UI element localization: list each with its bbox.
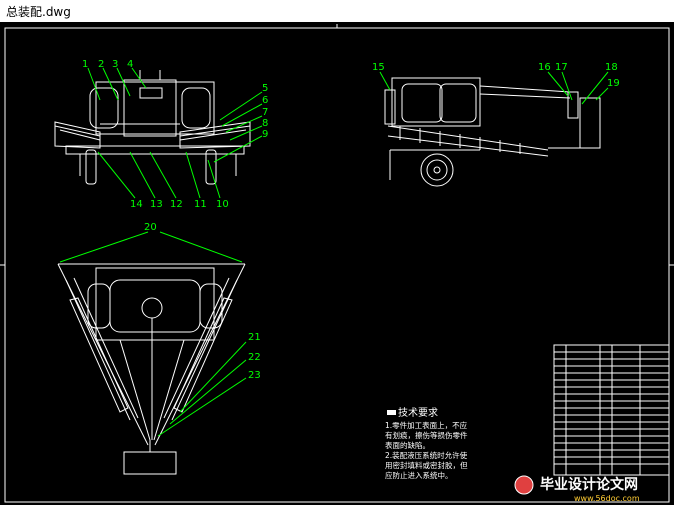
part-label-13: 13 — [150, 199, 163, 210]
part-label-8: 8 — [262, 118, 268, 129]
drawing-canvas[interactable]: 1 2 3 4 5 6 7 8 9 10 11 12 13 14 15 16 1… — [0, 22, 674, 505]
part-label-18: 18 — [605, 62, 618, 73]
watermark-logo-icon — [514, 475, 534, 495]
watermark-url: www.56doc.com — [574, 494, 640, 503]
tech-req-line1: 1.零件加工表面上，不应 — [385, 420, 468, 430]
part-label-1: 1 — [82, 59, 88, 70]
part-label-11: 11 — [194, 199, 207, 210]
part-label-4: 4 — [127, 59, 133, 70]
watermark: 毕业设计论文网 www.56doc.com — [514, 475, 640, 503]
part-label-15: 15 — [372, 62, 385, 73]
part-label-20: 20 — [144, 222, 157, 233]
tech-req-line3: 表面的缺陷。 — [385, 440, 430, 450]
part-label-2: 2 — [98, 59, 104, 70]
part-label-22: 22 — [248, 352, 261, 363]
tech-req-heading: 技术要求 — [398, 406, 438, 419]
part-label-7: 7 — [262, 107, 268, 118]
part-label-3: 3 — [112, 59, 118, 70]
tech-req-line6: 应防止进入系统中。 — [385, 470, 453, 480]
part-label-9: 9 — [262, 129, 268, 140]
part-label-6: 6 — [262, 95, 268, 106]
tech-req-line2: 有划痕，擦伤等损伤零件 — [385, 430, 468, 440]
front-view — [54, 70, 251, 185]
leader-lines — [59, 67, 609, 437]
drawing-frame — [4, 27, 670, 503]
part-label-21: 21 — [248, 332, 261, 343]
part-label-14: 14 — [130, 199, 143, 210]
tech-req-line4: 2.装配液压系统时允许使 — [385, 450, 468, 460]
part-label-5: 5 — [262, 83, 268, 94]
title-bar: 总装配.dwg — [0, 0, 674, 23]
title-block — [553, 344, 670, 476]
part-label-19: 19 — [607, 78, 620, 89]
part-label-23: 23 — [248, 370, 261, 381]
part-label-16: 16 — [538, 62, 551, 73]
part-label-17: 17 — [555, 62, 568, 73]
part-label-10: 10 — [216, 199, 229, 210]
watermark-title: 毕业设计论文网 — [540, 476, 638, 493]
tech-req-line5: 用密封填料或密封胶，但 — [385, 460, 468, 470]
top-view — [57, 263, 246, 475]
window-title: 总装配.dwg — [6, 5, 71, 19]
part-label-12: 12 — [170, 199, 183, 210]
side-view — [384, 77, 601, 187]
